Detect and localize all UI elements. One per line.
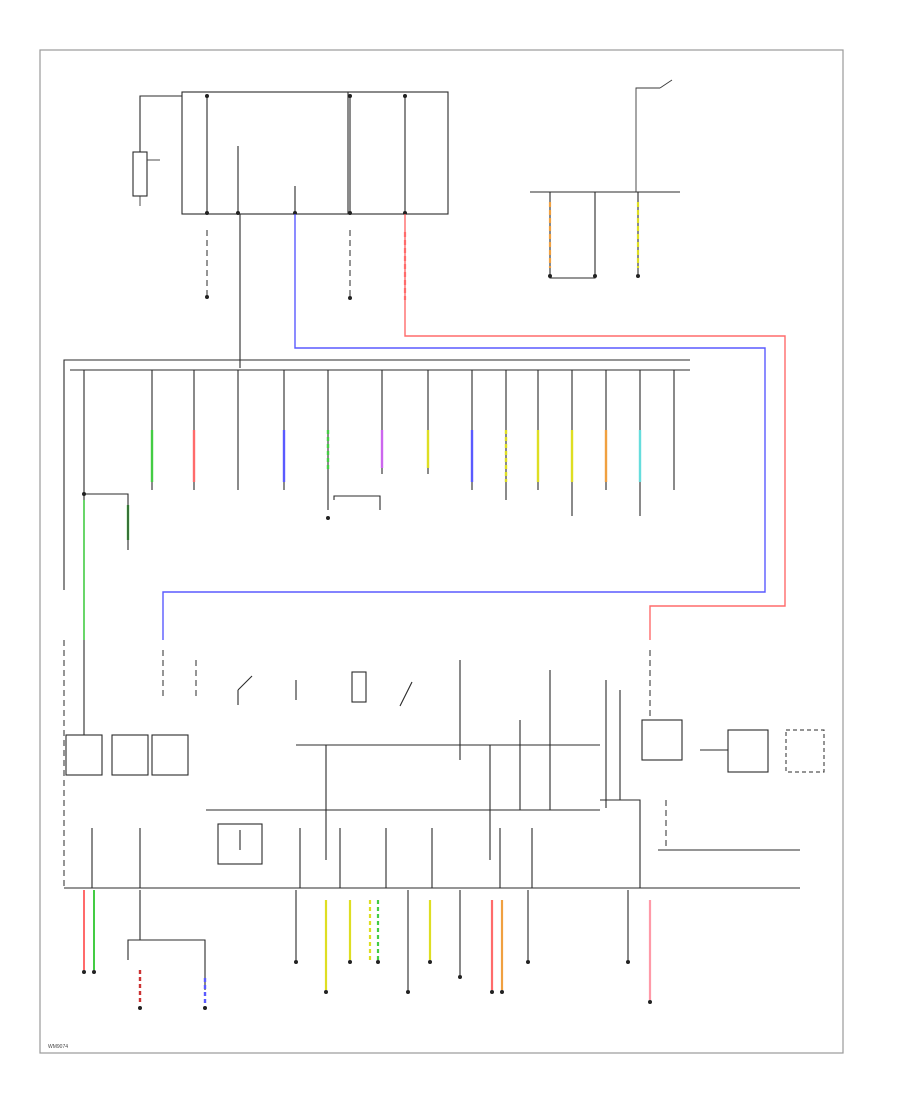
relay-headlamp: [111, 734, 149, 776]
fuse-block-middle: [63, 359, 690, 590]
relay-optional: [785, 729, 825, 773]
blue-wire-main: [162, 214, 766, 640]
block-output-wires: [162, 214, 786, 640]
bottom-output-wires: [82, 890, 652, 1010]
fuse-taps-top: [205, 94, 407, 215]
relay-starter: [65, 734, 103, 776]
relay-front-fog: [151, 734, 189, 776]
lower-section: [63, 640, 825, 889]
red-wire-main: [404, 214, 786, 640]
fusible-link-block: [132, 91, 449, 215]
fuse-taps-middle: [83, 370, 675, 516]
diagram-frame: [39, 49, 844, 1054]
fuse-group-top-right: [530, 79, 680, 279]
relay-throttle: [727, 729, 769, 773]
battery-symbol: [132, 151, 148, 197]
relay-ecm: [641, 719, 683, 761]
page-code: WM9074: [48, 1044, 68, 1050]
